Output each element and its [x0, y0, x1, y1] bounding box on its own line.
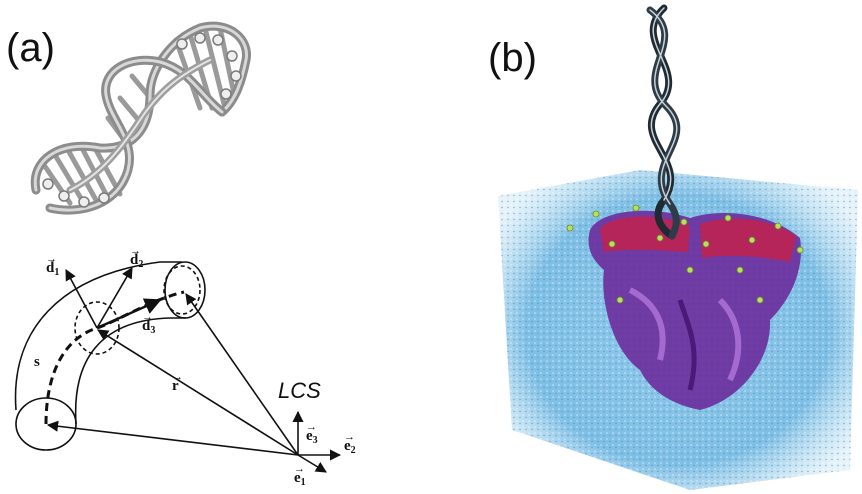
- panel-b-label: (b): [488, 36, 537, 80]
- d2-label: d2: [130, 252, 143, 270]
- tube-outer-edge: [14, 261, 182, 411]
- d3-arrow: [96, 298, 162, 330]
- d3-arrow-accent: →: [142, 311, 153, 323]
- e1-arrow: [297, 454, 327, 473]
- d3-label: d3: [142, 318, 155, 336]
- tube-far-cap-dashed: [163, 265, 201, 315]
- d2-arrow: [96, 267, 133, 329]
- dna-ribbon-b: [646, 4, 681, 240]
- r-arrow-accent: →: [172, 371, 183, 383]
- ion-particles: [566, 204, 804, 304]
- d1-arrow: [65, 269, 98, 329]
- lcs-label: LCS: [278, 378, 321, 403]
- r-vector-arrow: [97, 329, 299, 456]
- r-vector-start-arrow: [46, 420, 299, 456]
- e1-label: e1: [294, 470, 306, 488]
- protein-structure: [588, 210, 801, 410]
- e3-label: e3: [306, 428, 318, 446]
- r-vector-far-arrow: [185, 293, 299, 456]
- r-label: r: [172, 378, 179, 394]
- tube-far-cap: [164, 261, 206, 319]
- d1-label: d1: [46, 260, 59, 278]
- panel-a-label: (a): [6, 26, 55, 70]
- d1-arrow-accent: →: [46, 253, 57, 265]
- e1-arrow-accent: →: [294, 463, 305, 475]
- curved-rod-diagram: [14, 261, 342, 473]
- tube-inner-edge: [74, 317, 186, 425]
- solvated-complex-render: [498, 4, 858, 490]
- cross-section-circle: [74, 301, 120, 355]
- tube-end-cap: [15, 397, 77, 451]
- e2-label: e2: [344, 438, 356, 456]
- e3-arrow-accent: →: [306, 421, 317, 433]
- e2-arrow-accent: →: [344, 431, 355, 443]
- d2-arrow-accent: →: [130, 245, 141, 257]
- dna-helix-a: [30, 21, 251, 215]
- s-label: s: [34, 354, 40, 370]
